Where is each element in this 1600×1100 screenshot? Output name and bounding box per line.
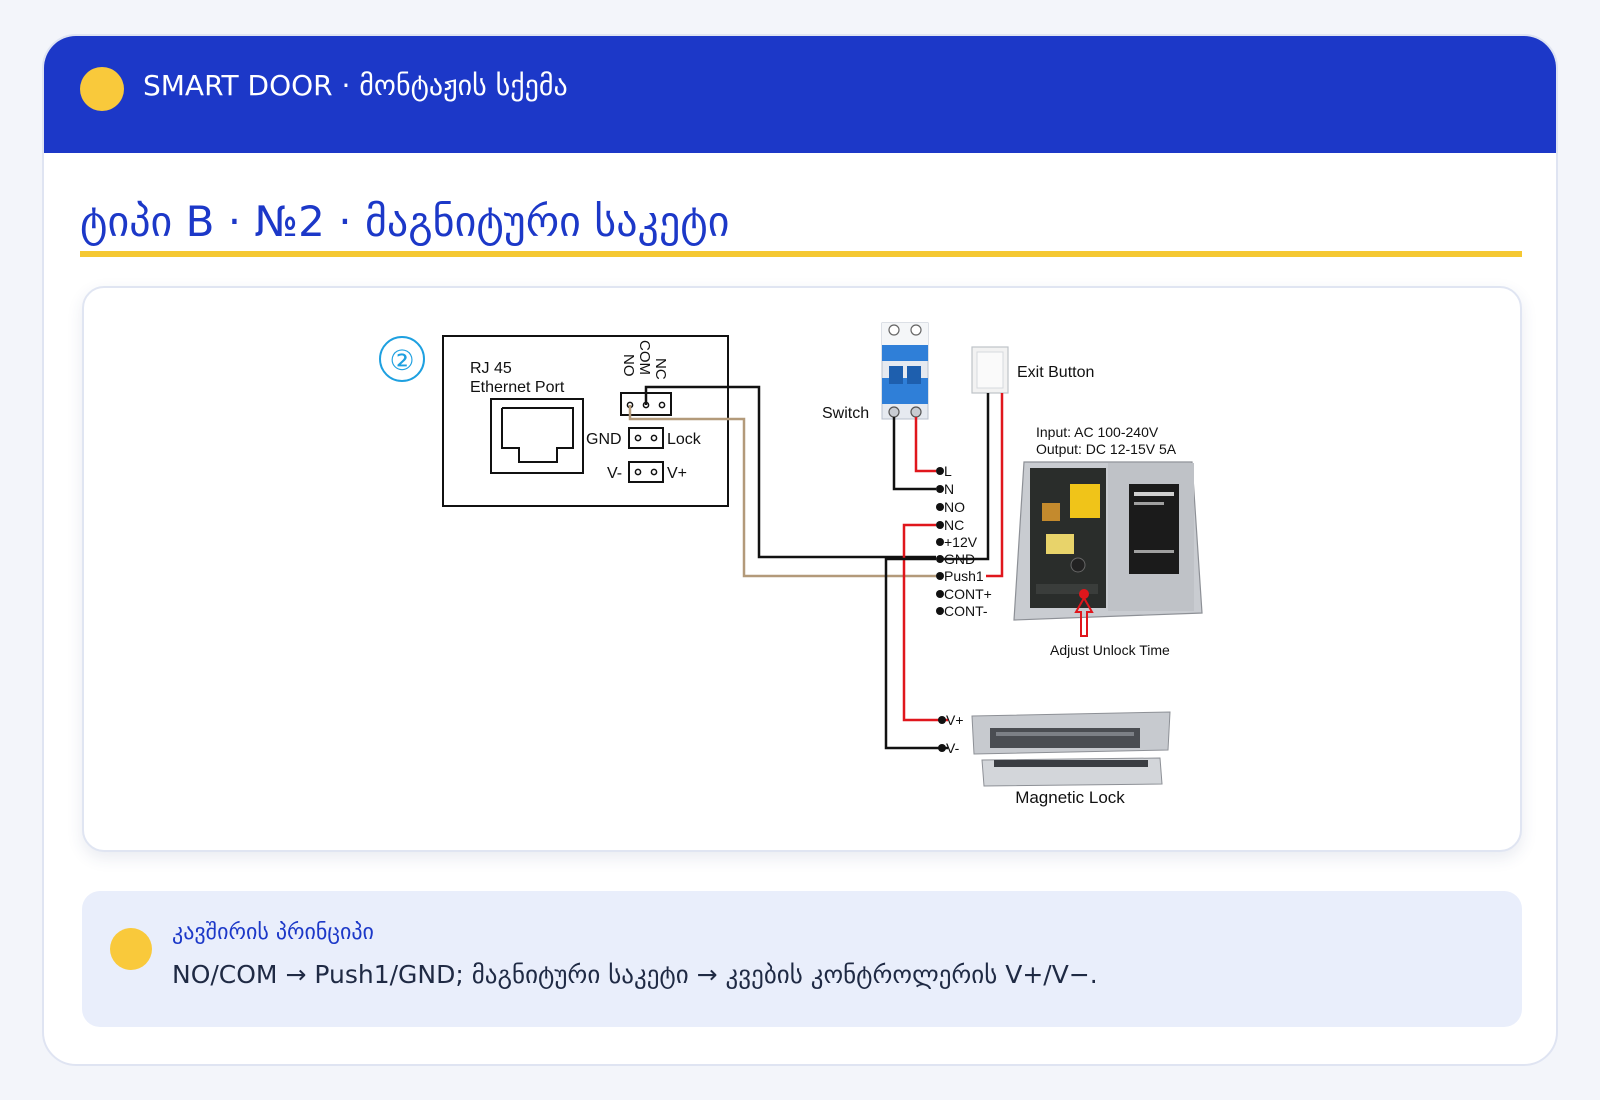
wiring-diagram-panel: ② RJ 45 Ethernet Port NC COM NO GND Lock bbox=[82, 286, 1522, 852]
power-terminal-block bbox=[628, 461, 664, 483]
magnetic-lock-icon bbox=[971, 711, 1171, 787]
note-box: კავშირის პრინციპი NO/COM → Push1/GND; მა… bbox=[82, 891, 1522, 1027]
wire-switch-to-l bbox=[914, 417, 936, 473]
ethernet-port-icon bbox=[490, 398, 584, 474]
exit-button-icon bbox=[971, 346, 1009, 394]
power-supply-icon bbox=[1013, 461, 1203, 621]
relay-label-com: COM bbox=[636, 340, 653, 375]
wire-exit-to-push1 bbox=[986, 393, 1004, 578]
terminal-no: NO bbox=[944, 499, 965, 515]
terminal-nc: NC bbox=[944, 517, 964, 533]
magnetic-lock-label: Magnetic Lock bbox=[1015, 788, 1125, 807]
title-underline bbox=[80, 251, 1522, 257]
wire-switch-to-n bbox=[892, 417, 936, 491]
exit-button-label: Exit Button bbox=[1017, 364, 1094, 381]
section-title: ტიპი B · №2 · მაგნიტური საკეტი bbox=[80, 197, 730, 246]
terminal-n: N bbox=[944, 481, 954, 497]
adjust-arrow-icon bbox=[1074, 595, 1094, 637]
wire-exit-to-gnd bbox=[942, 393, 990, 561]
psu-input-spec: Input: AC 100-240V bbox=[1036, 424, 1159, 440]
terminal-push1: Push1 bbox=[944, 568, 984, 584]
diagram-number: ② bbox=[389, 345, 414, 376]
wire-nc-to-lock-vplus bbox=[902, 523, 948, 722]
lock-terminal-block bbox=[628, 427, 664, 449]
power-terminal-vminus-label: V- bbox=[607, 465, 622, 482]
relay-label-no: NO bbox=[620, 354, 637, 377]
psu-terminal-list: L N NO NC +12V GND Push1 CONT+ CONT- bbox=[936, 463, 992, 619]
adjust-unlock-time-label: Adjust Unlock Time bbox=[1050, 642, 1170, 658]
terminal-12v: +12V bbox=[944, 534, 978, 550]
diagram-number-circle bbox=[379, 336, 425, 382]
terminal-cont-plus: CONT+ bbox=[944, 586, 992, 602]
wire-com-to-gnd bbox=[644, 385, 936, 559]
port-label-ethernet: Ethernet Port bbox=[470, 379, 565, 396]
lock-terminal-gnd-label: GND bbox=[586, 431, 622, 448]
terminal-cont-minus: CONT- bbox=[944, 603, 988, 619]
relay-label-nc: NC bbox=[652, 358, 669, 380]
wire-gnd-to-lock-vminus bbox=[884, 557, 948, 750]
wiring-diagram: ② RJ 45 Ethernet Port NC COM NO GND Lock bbox=[379, 322, 1203, 807]
circuit-breaker-icon bbox=[881, 322, 929, 420]
terminal-l: L bbox=[944, 463, 952, 479]
header-title: SMART DOOR · მონტაჟის სქემა bbox=[143, 69, 568, 102]
power-terminal-vplus-label: V+ bbox=[667, 465, 687, 482]
wire-no-to-push1 bbox=[628, 405, 936, 578]
note-text: NO/COM → Push1/GND; მაგნიტური საკეტი → კ… bbox=[172, 960, 1098, 989]
port-label-rj45: RJ 45 bbox=[470, 360, 512, 377]
lock-vminus-label: V- bbox=[946, 740, 960, 756]
note-title: კავშირის პრინციპი bbox=[172, 920, 374, 945]
terminal-gnd: GND bbox=[944, 551, 975, 567]
switch-label: Switch bbox=[822, 405, 869, 422]
lock-vplus-label: V+ bbox=[946, 712, 964, 728]
psu-output-spec: Output: DC 12-15V 5A bbox=[1036, 441, 1177, 457]
note-dot-icon bbox=[110, 928, 152, 970]
header-dot-icon bbox=[80, 67, 124, 111]
content-card: SMART DOOR · მონტაჟის სქემა ტიპი B · №2 … bbox=[42, 34, 1558, 1066]
lock-terminal-lock-label: Lock bbox=[667, 431, 702, 448]
header-bar: SMART DOOR · მონტაჟის სქემა bbox=[44, 36, 1556, 153]
controller-box bbox=[442, 335, 729, 507]
